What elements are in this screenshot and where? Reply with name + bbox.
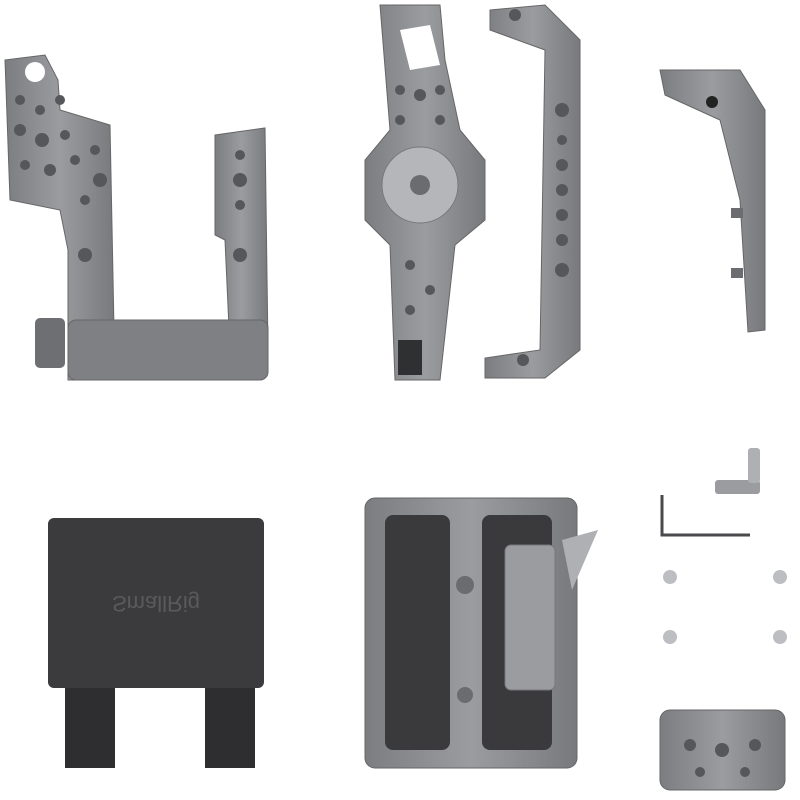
thumb-screw xyxy=(715,480,760,494)
hex-key-icon xyxy=(660,495,750,537)
storage-pouch xyxy=(48,518,264,768)
top-handle xyxy=(484,4,581,379)
side-plate-bracket xyxy=(4,54,269,381)
angled-arm-plate xyxy=(659,69,766,333)
smallrig-logo: SmallRig xyxy=(111,591,201,616)
battery-mount-plate xyxy=(364,497,598,769)
rosette-mount-plate xyxy=(364,4,486,381)
accessories xyxy=(659,448,787,791)
screws xyxy=(663,570,787,644)
